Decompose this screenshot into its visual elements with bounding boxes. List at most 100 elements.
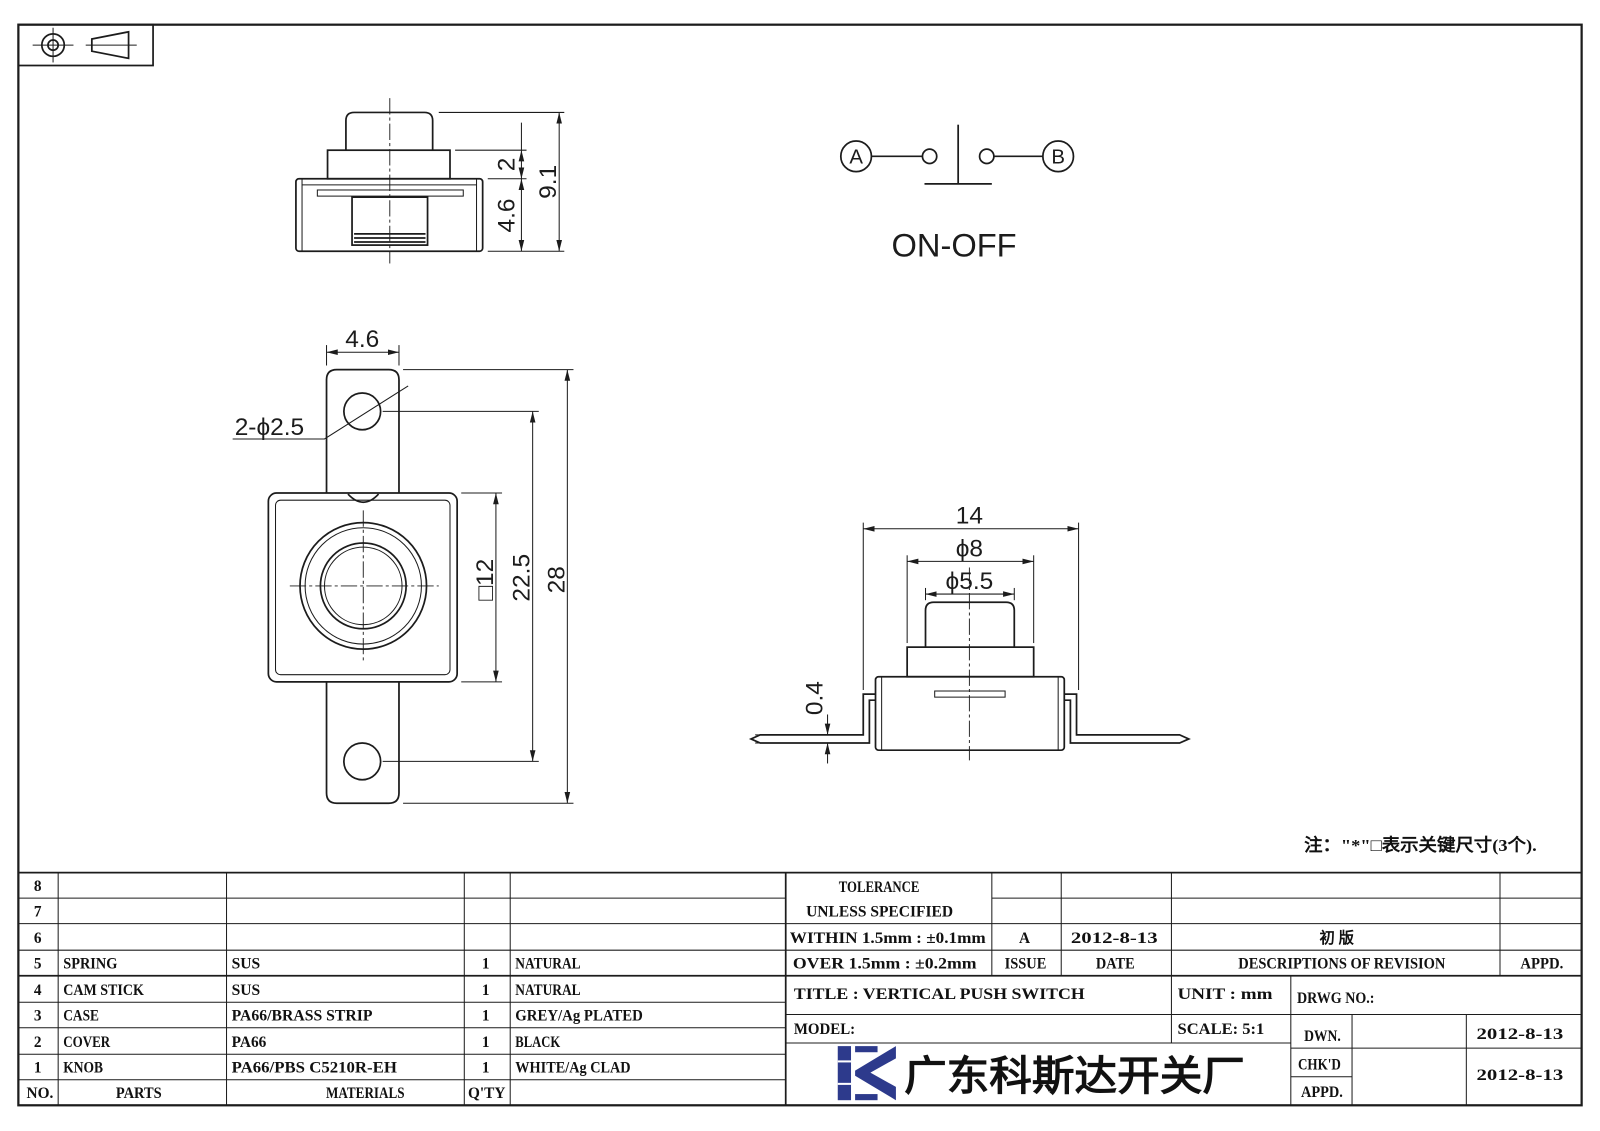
dim-hole-diameter: 2-ϕ2.5 [235,414,304,441]
tolerance-title: TOLERANCE [839,879,920,896]
svg-text:PA66: PA66 [232,1034,267,1051]
svg-text:Q'TY: Q'TY [468,1085,505,1102]
dim-body-height: 4.6 [493,198,520,232]
svg-text:1: 1 [482,956,490,973]
top-view: 4.6 2-ϕ2.5 □12 22.5 28 [232,326,574,805]
dim-overall-width: 14 [956,503,983,530]
svg-text:1: 1 [482,1008,490,1025]
switch-function-label: ON-OFF [892,226,1017,263]
upper-terminal-hole [343,392,382,431]
scale-field: SCALE: 5:1 [1178,1021,1265,1038]
svg-text:CAM STICK: CAM STICK [63,982,144,999]
revision-header-issue: ISSUE [1005,956,1047,973]
svg-text:PA66/PBS C5210R-EH: PA66/PBS C5210R-EH [232,1060,397,1077]
svg-text:CASE: CASE [63,1008,99,1025]
svg-text:PA66/BRASS STRIP: PA66/BRASS STRIP [232,1008,373,1025]
checked-label: CHK'D [1298,1057,1341,1074]
title-block-grid [18,871,1582,1106]
svg-text:NATURAL: NATURAL [515,956,580,973]
svg-text:6: 6 [34,930,42,947]
dim-knob-diameter: ϕ5.5 [946,568,994,595]
svg-text:7: 7 [34,904,42,921]
tolerance-over: OVER 1.5mm : ±0.2mm [793,956,977,973]
contact-left [921,148,938,165]
title-block: TITLE : VERTICAL PUSH SWITCH UNIT : mm D… [794,986,1564,1101]
terminal-b-circle [1041,140,1075,173]
svg-text:5: 5 [34,956,42,973]
company-name: 广东科斯达开关厂 [904,1052,1245,1100]
dim-terminal-thickness: 0.4 [801,681,828,715]
svg-text:KNOB: KNOB [63,1060,103,1077]
dim-overall-length: 28 [543,566,570,593]
drawing-number-field: DRWG NO.: [1297,990,1375,1007]
revision-header-date: DATE [1096,956,1135,973]
table-row: 5 SPRING SUS 1 NATURAL [34,956,581,973]
svg-text:1: 1 [482,1060,490,1077]
revision-header-description: DESCRIPTIONS OF REVISION [1238,956,1445,973]
tolerance-subtitle: UNLESS SPECIFIED [806,904,953,921]
table-row: 8 [34,878,42,895]
base-hatch [354,233,426,243]
svg-text:NO.: NO. [27,1085,54,1102]
front-view-dimensions: 2 4.6 9.1 [438,111,565,252]
dim-collar-diameter: ϕ8 [956,535,983,562]
svg-text:8: 8 [34,878,42,895]
hole-leader [232,385,409,440]
side-knob-outline [924,601,1016,648]
upper-terminal-tab [325,368,400,494]
svg-text:GREY/Ag PLATED: GREY/Ag PLATED [515,1008,643,1025]
parts-list: 8 7 6 5 SPRING SUS 1 NATURAL 4 CAM STICK… [27,878,643,1102]
side-body-outline [874,675,1066,752]
case-square-outer [267,492,459,683]
svg-text:1: 1 [482,1034,490,1051]
right-terminal [1064,693,1191,744]
knob-outline [345,111,434,151]
checked-date: 2012-8-13 [1477,1067,1564,1084]
inner-plate [316,189,464,197]
key-dimension-note: 注："*"□表示关键尺寸(3个). [1304,835,1537,855]
svg-text:BLACK: BLACK [515,1034,560,1051]
crosshair-circle-icon [32,27,74,63]
side-inner-slot [934,690,1006,698]
lower-terminal-tab [325,681,400,805]
truncated-cone-icon [85,30,137,60]
drawing-title: TITLE : VERTICAL PUSH SWITCH [794,986,1085,1003]
dim-square-size: □12 [472,559,499,601]
body-outline [295,177,484,253]
left-terminal [748,693,876,744]
side-view: 14 ϕ8 ϕ5.5 0.4 [748,503,1191,764]
tolerance-block: TOLERANCE UNLESS SPECIFIED WITHIN 1.5mm … [790,879,986,973]
table-header-row: NO. PARTS MATERIALS Q'TY [27,1085,506,1102]
switch-schematic: A B ON-OFF [839,124,1075,263]
projection-symbol [17,23,154,67]
svg-text:1: 1 [482,982,490,999]
svg-text:3: 3 [34,1008,42,1025]
revision-date: 2012-8-13 [1071,930,1158,947]
table-row: 1 KNOB PA66/PBS C5210R-EH 1 WHITE/Ag CLA… [34,1060,631,1077]
tolerance-within: WITHIN 1.5mm : ±0.1mm [790,930,986,947]
svg-text:PARTS: PARTS [116,1085,162,1102]
svg-text:4: 4 [34,982,42,999]
revision-issue: A [1019,930,1030,947]
svg-text:2: 2 [34,1034,42,1051]
table-row: 4 CAM STICK SUS 1 NATURAL [34,982,581,999]
company-block: 广东科斯达开关厂 [837,1046,1245,1101]
svg-text:1: 1 [34,1060,42,1077]
svg-text:SPRING: SPRING [63,956,117,973]
drawn-date: 2012-8-13 [1477,1026,1564,1043]
terminal-b-label: B [1051,146,1065,168]
drawn-label: DWN. [1304,1028,1341,1045]
svg-text:SUS: SUS [232,982,261,999]
base-opening [351,196,429,246]
lower-terminal-hole [343,742,382,781]
revision-header-approved: APPD. [1520,956,1563,973]
svg-text:WHITE/Ag CLAD: WHITE/Ag CLAD [515,1060,630,1077]
approved-label: APPD. [1301,1084,1343,1101]
table-row: 3 CASE PA66/BRASS STRIP 1 GREY/Ag PLATED [34,1008,643,1025]
dim-collar-height: 2 [493,158,520,172]
sheet-border [17,23,1583,1107]
unit-field: UNIT : mm [1178,986,1273,1003]
side-view-dimensions: 14 ϕ8 ϕ5.5 0.4 [755,503,1080,764]
